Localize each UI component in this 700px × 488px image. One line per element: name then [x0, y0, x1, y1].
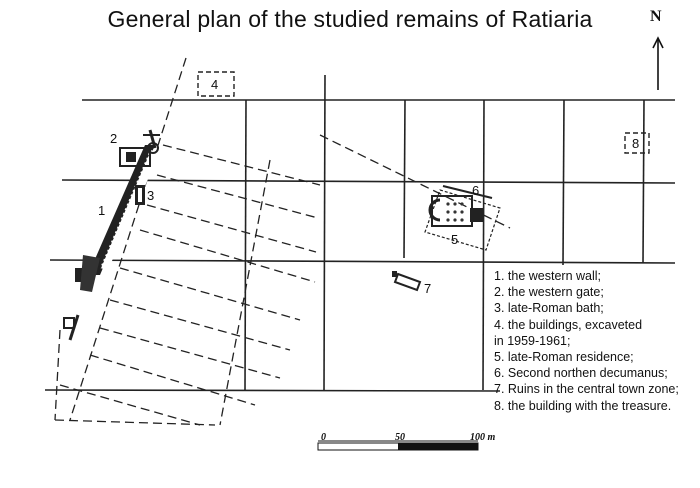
marker-1: 1: [98, 203, 105, 218]
scale-label-100: 100 m: [470, 432, 496, 443]
legend-item: in 1959-1961;: [494, 333, 571, 348]
legend-item: 5. late-Roman residence;: [494, 350, 634, 365]
legend-item: 2. the western gate;: [494, 285, 604, 300]
legend-item: 6. Second northen decumanus;: [494, 366, 668, 381]
legend-item: 1. the western wall;: [494, 269, 601, 283]
building-8-frame: [624, 132, 650, 154]
legend-item: 8. the building with the treasure.: [494, 398, 672, 413]
late-roman-bath: [135, 185, 145, 205]
marker-7: 7: [424, 281, 431, 296]
marker-6: 6: [472, 183, 479, 198]
legend-item: 3. late-Roman bath;: [494, 301, 604, 316]
marker-2: 2: [110, 131, 117, 146]
building-4-frame: [197, 71, 235, 97]
legend-item: 4. the buildings, excaveted: [494, 317, 643, 332]
central-ruins: [392, 271, 422, 292]
marker-3: 3: [147, 188, 154, 203]
map-title: General plan of the studied remains of R…: [107, 6, 593, 32]
western-wall: [63, 145, 160, 341]
scale-bar: [317, 440, 479, 451]
marker-4: 4: [211, 77, 218, 92]
north-arrow-icon: [652, 36, 664, 90]
north-label: N: [650, 8, 662, 25]
marker-8: 8: [632, 136, 639, 151]
scale-label-50: 50: [395, 432, 405, 443]
scale-label-0: 0: [321, 432, 326, 443]
legend-item: 7. Ruins in the central town zone;: [494, 382, 679, 397]
marker-5: 5: [451, 232, 458, 247]
dashed-lines: [54, 57, 511, 426]
western-gate: [119, 129, 160, 167]
grid-lines: [44, 74, 676, 392]
legend: 1. the western wall; 2. the western gate…: [494, 268, 679, 414]
late-roman-residence: [424, 185, 501, 251]
